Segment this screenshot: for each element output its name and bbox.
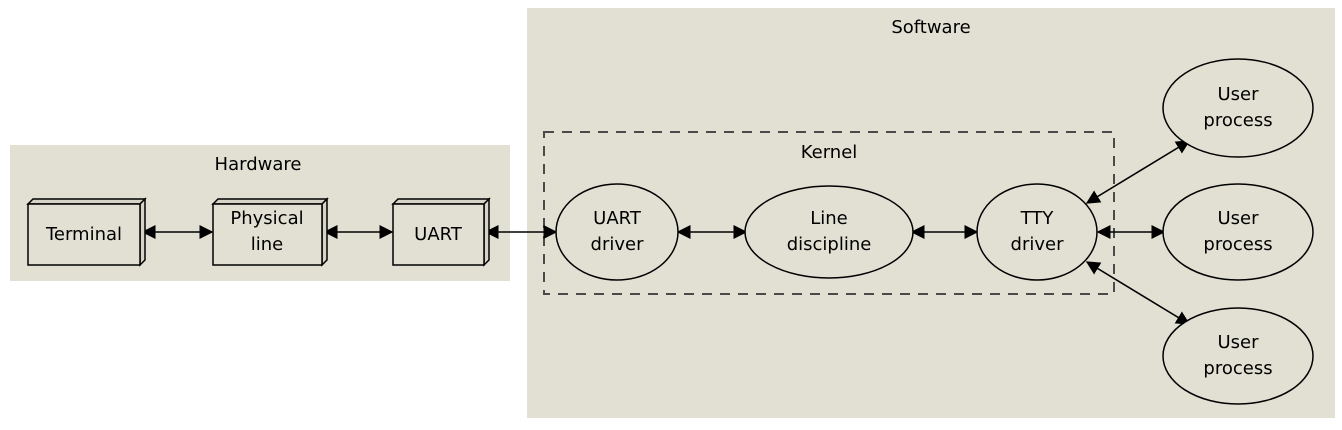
node-physical-line-label-2: line [251,234,283,255]
node-physical-line-label-1: Physical [230,208,303,229]
node-user-process-3-label-2: process [1203,358,1272,379]
edge-tty-driver-user-process-3 [1085,261,1191,325]
node-uart: UART [391,197,491,267]
node-tty-driver: TTY driver [976,183,1098,281]
node-user-process-1: User process [1162,58,1314,158]
node-line-discipline-label-1: Line [810,208,848,229]
node-user-process-3-label-1: User [1217,332,1259,353]
node-user-process-2: User process [1162,183,1314,281]
node-terminal-label: Terminal [45,224,122,245]
software-cluster-label: Software [891,17,970,38]
hardware-cluster-label: Hardware [215,154,302,175]
node-user-process-2-label-1: User [1217,208,1259,229]
node-terminal: Terminal [26,197,147,267]
node-user-process-2-label-2: process [1203,234,1272,255]
edges [141,140,1191,325]
node-line-discipline: Line discipline [744,185,914,279]
node-physical-line: Physical line [211,197,329,267]
node-tty-driver-label-2: driver [1011,234,1065,255]
node-uart-label: UART [414,224,463,245]
node-user-process-1-label-2: process [1203,110,1272,131]
node-uart-driver: UART driver [555,183,679,281]
node-user-process-1-label-1: User [1217,84,1259,105]
kernel-cluster: Kernel [543,131,1115,295]
node-tty-driver-label-1: TTY [1020,208,1055,229]
node-line-discipline-label-2: discipline [787,234,872,255]
node-uart-driver-label-1: UART [593,208,642,229]
node-user-process-3: User process [1162,307,1314,405]
kernel-cluster-label: Kernel [801,142,858,163]
edge-tty-driver-user-process-1 [1085,140,1191,204]
node-uart-driver-label-2: driver [591,234,645,255]
